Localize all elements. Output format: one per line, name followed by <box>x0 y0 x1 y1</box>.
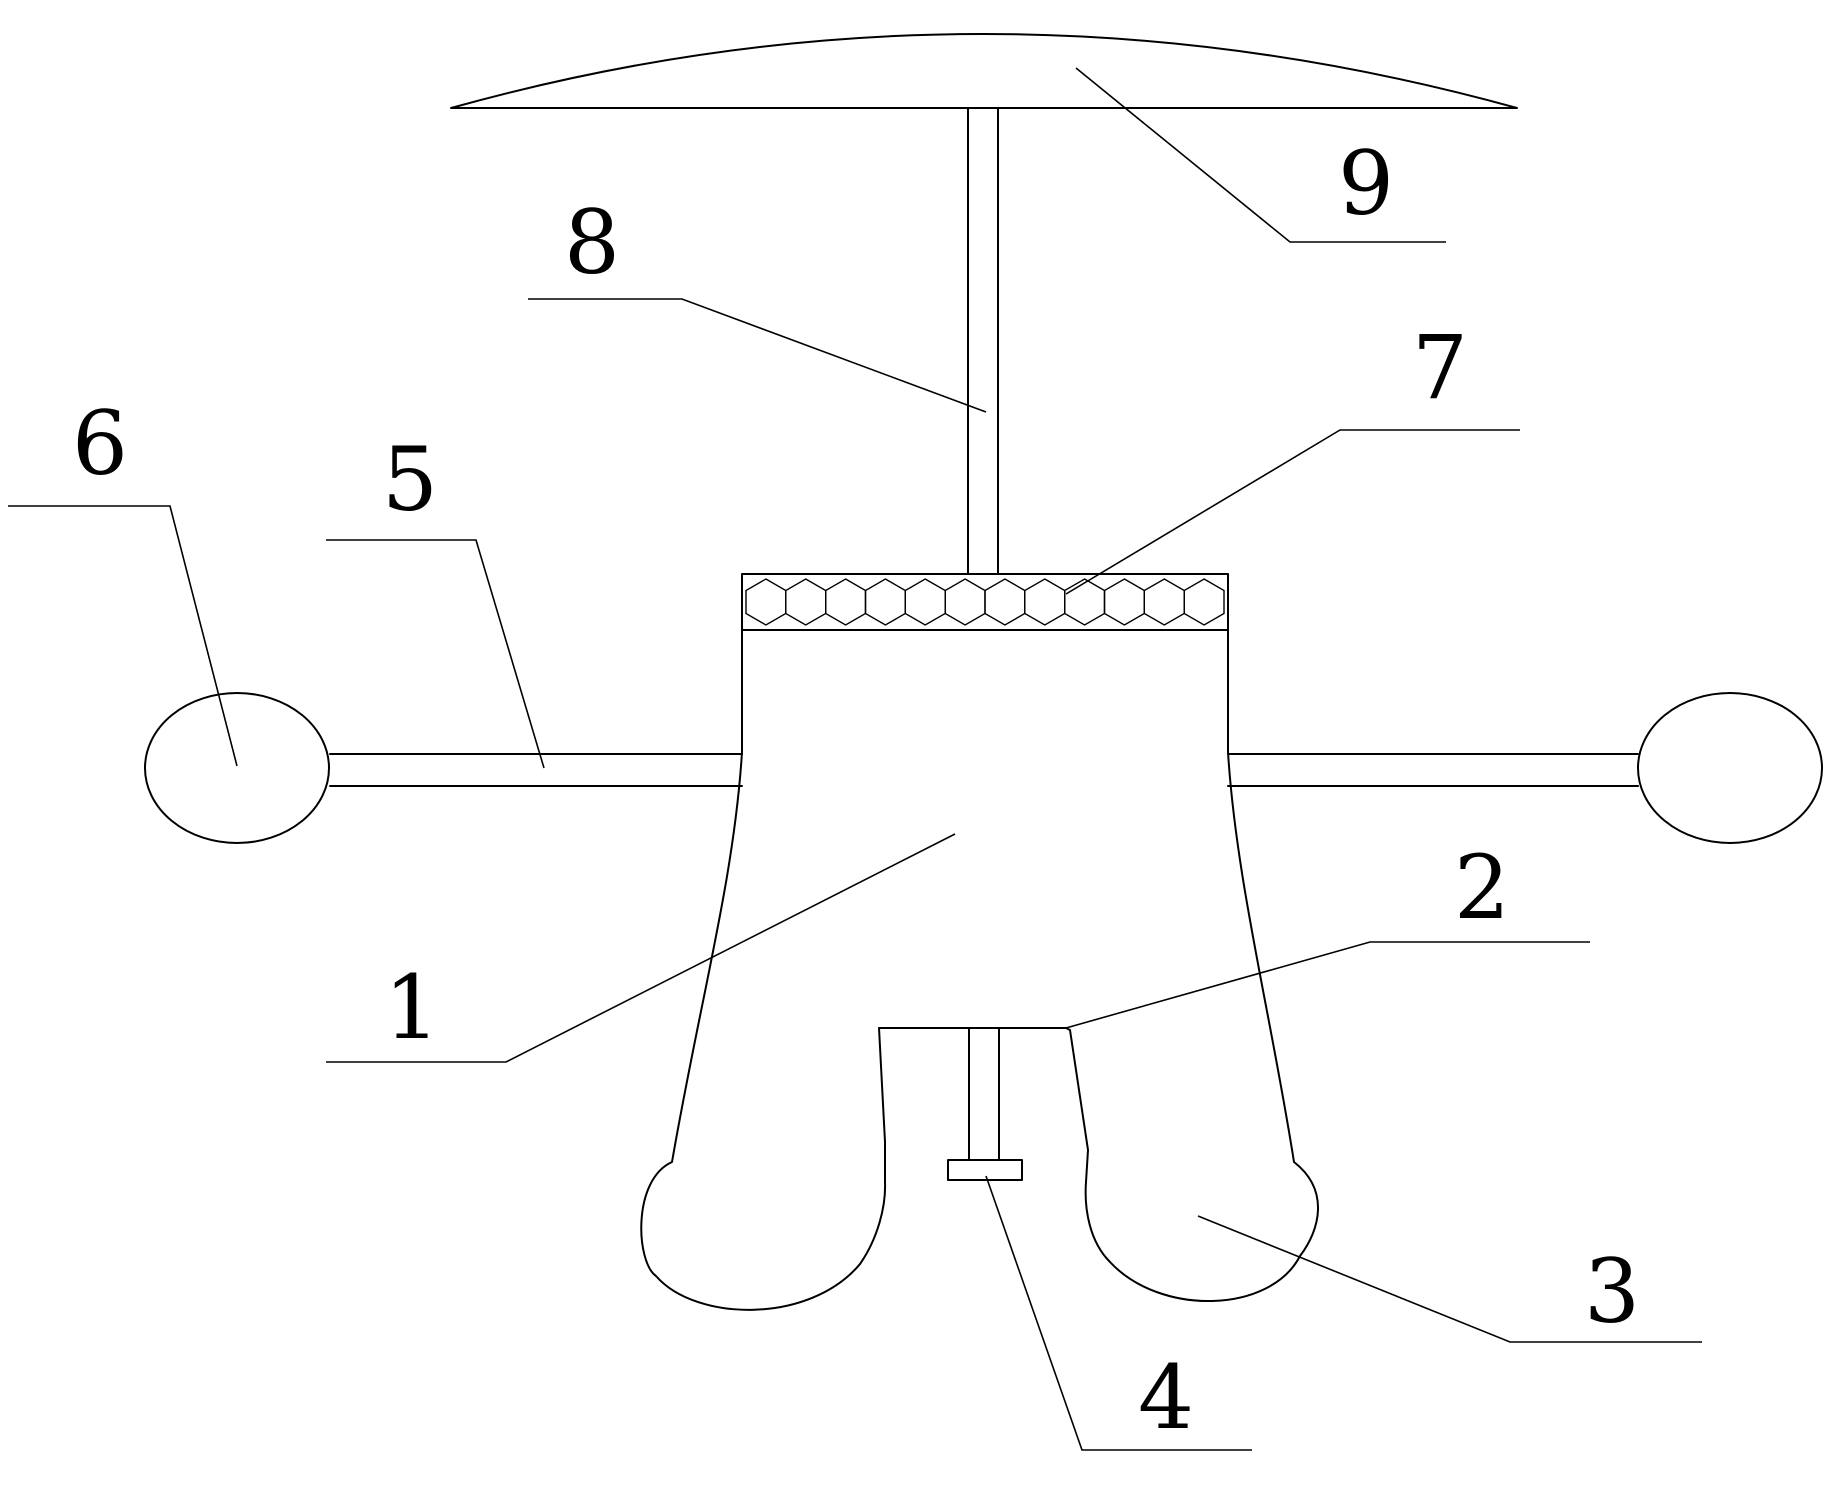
leader-5 <box>326 539 545 769</box>
ball-right <box>1637 692 1823 844</box>
label-8: 8 <box>564 191 620 294</box>
leader-7 <box>1065 429 1520 595</box>
hex-cell <box>745 578 787 626</box>
label-4: 4 <box>1138 1346 1194 1449</box>
label-9: 9 <box>1338 132 1394 235</box>
hex-cell <box>825 578 867 626</box>
leader-9 <box>1075 67 1446 243</box>
leader-6 <box>8 505 238 767</box>
leader-4 <box>985 1175 1252 1451</box>
support-rod <box>967 107 999 575</box>
mesh-band <box>741 573 1229 631</box>
leader-8 <box>528 298 987 413</box>
hex-cell <box>1103 578 1146 626</box>
numerals: 9 8 7 6 5 2 1 3 4 <box>72 132 1640 1449</box>
hex-cell <box>1063 578 1106 626</box>
center-post <box>947 1027 1023 1181</box>
leader-1 <box>326 833 956 1063</box>
arm-right <box>1227 753 1639 787</box>
label-1: 1 <box>384 956 440 1059</box>
label-3: 3 <box>1584 1240 1640 1343</box>
hex-cell <box>785 578 827 626</box>
hex-cell <box>1143 578 1185 626</box>
label-2: 2 <box>1454 836 1510 939</box>
label-7: 7 <box>1412 316 1468 419</box>
hex-cell <box>984 578 1026 626</box>
hex-cell <box>1024 578 1066 626</box>
leader-3 <box>1197 1215 1702 1343</box>
main-body <box>640 629 1319 1311</box>
hex-cell <box>864 578 906 626</box>
leader-lines <box>8 67 1702 1451</box>
hex-cell <box>944 578 986 626</box>
leader-2 <box>1065 941 1590 1029</box>
label-6: 6 <box>72 392 128 495</box>
ball-left <box>144 692 330 844</box>
label-5: 5 <box>382 428 438 531</box>
hex-cell <box>904 578 946 626</box>
hex-pattern <box>745 578 1225 626</box>
arm-left <box>329 753 743 787</box>
canopy <box>450 33 1518 109</box>
hex-cell <box>1183 578 1225 626</box>
